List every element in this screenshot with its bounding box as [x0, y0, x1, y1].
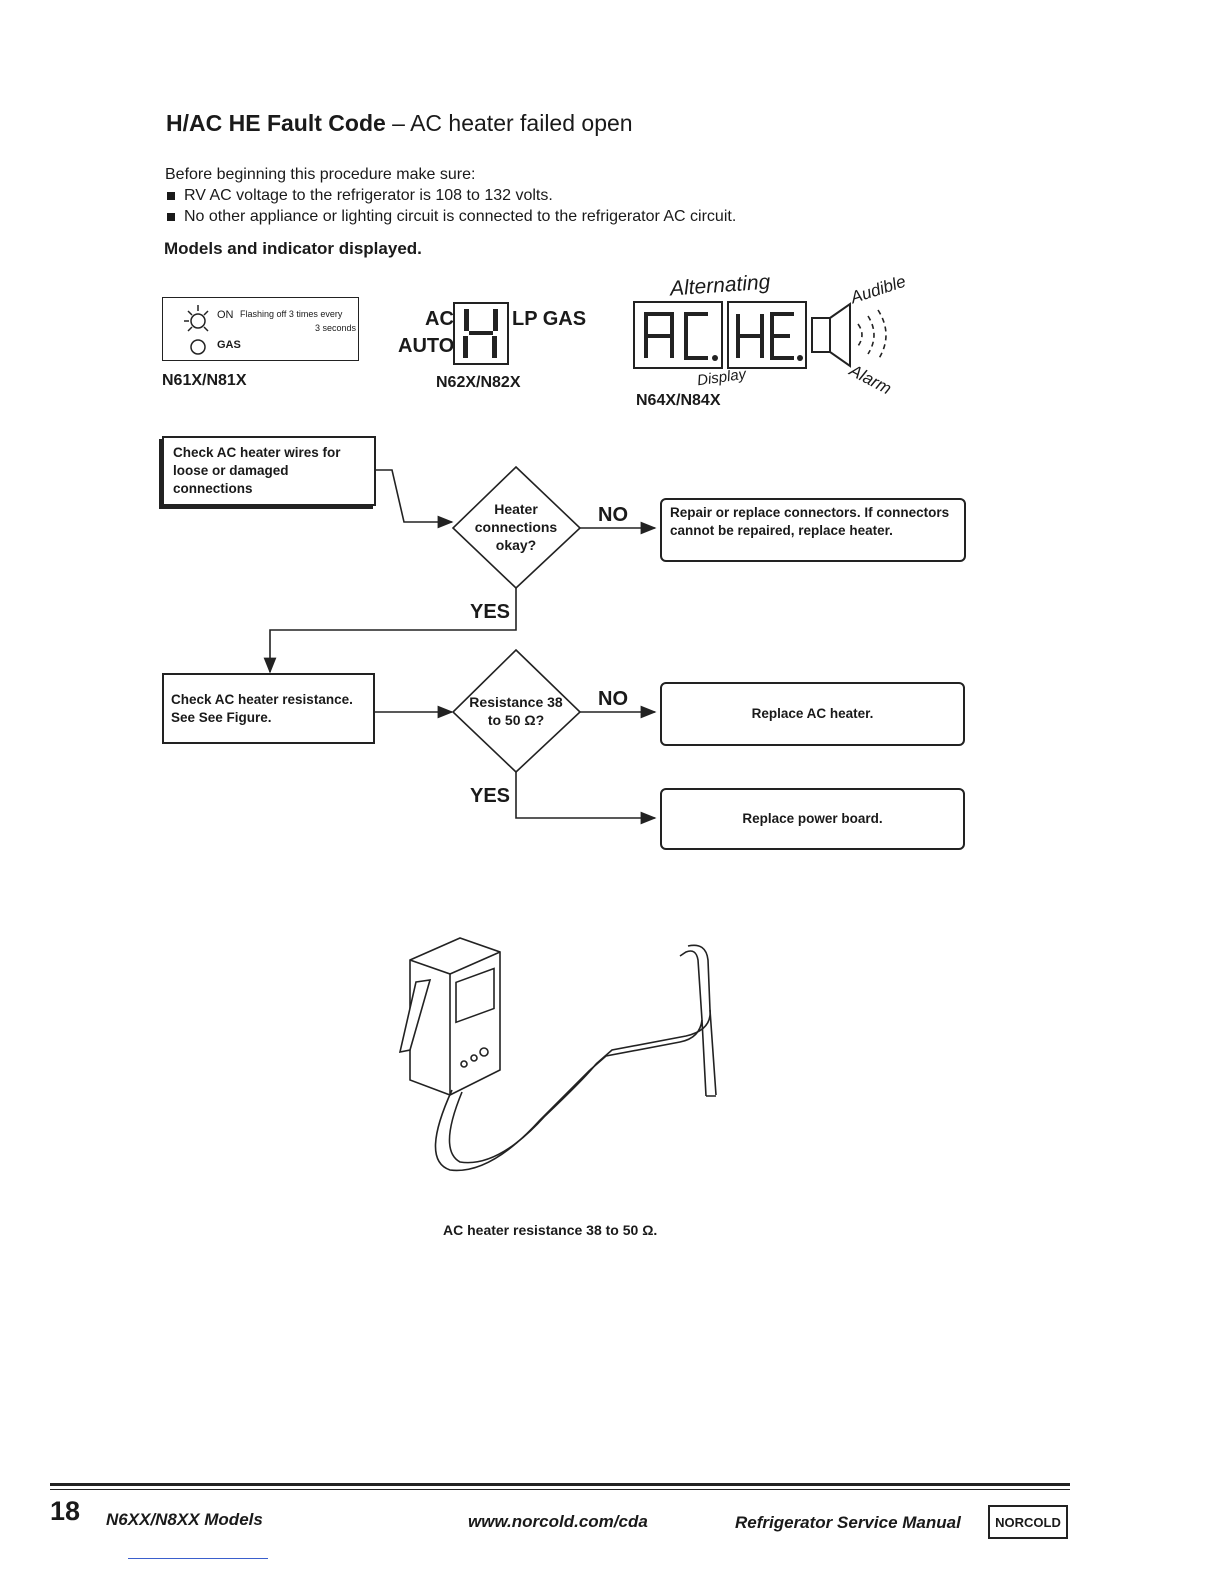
led-flash-seconds: 3 seconds	[315, 323, 357, 333]
led-gas-label: GAS	[217, 339, 241, 351]
footer-rule	[50, 1483, 1070, 1486]
intro-lead: Before beginning this procedure make sur…	[165, 166, 476, 183]
logo-text: NORCOLD	[995, 1514, 1061, 1530]
step-check-resistance-box: Check AC heater resistance. See See Figu…	[162, 673, 375, 744]
gas-led-icon	[190, 339, 206, 355]
action-replace-board-box: Replace power board.	[660, 788, 965, 850]
model-label-n64: N64X/N84X	[636, 392, 721, 409]
footer-page-number: 18	[50, 1496, 81, 1526]
footer-url[interactable]: www.norcold.com/cda	[468, 1512, 648, 1531]
intro-bullet: No other appliance or lighting circuit i…	[165, 206, 736, 227]
decision2-yes-label: YES	[470, 785, 511, 807]
flowchart-connectors	[263, 465, 657, 825]
figure-caption: AC heater resistance 38 to 50 Ω.	[443, 1222, 658, 1238]
intro-section: Before beginning this procedure make sur…	[165, 164, 736, 227]
intro-bullet-list: RV AC voltage to the refrigerator is 108…	[165, 185, 736, 227]
footer-models: N6XX/N8XX Models	[106, 1510, 263, 1529]
meter-dial-icon	[455, 967, 495, 1024]
led-on-label: ON	[217, 309, 234, 321]
led-icons	[184, 305, 209, 355]
model-label-n61: N61X/N81X	[162, 372, 247, 389]
decision1-text: Heater connections okay?	[474, 501, 558, 553]
test-leads-icon	[434, 944, 717, 1172]
page-title-bold: H/AC HE Fault Code	[166, 110, 386, 136]
decision1-diamond	[451, 465, 582, 590]
n62-lpgas-label: LP GAS	[512, 308, 587, 330]
multimeter-body	[409, 937, 501, 1096]
led-flash-text: Flashing off 3 times every	[240, 309, 343, 319]
action-repair-connectors-box: Repair or replace connectors. If connect…	[660, 498, 966, 562]
sound-waves-icon	[857, 309, 887, 361]
speaker-icon	[811, 302, 851, 368]
display-ac-panel	[633, 301, 723, 369]
decision2-diamond	[451, 648, 582, 774]
n62-seven-segment-display	[453, 302, 509, 365]
decision2-no-label: NO	[598, 688, 628, 710]
norcold-logo: NORCOLD	[988, 1505, 1068, 1539]
flashing-led-icon	[184, 305, 209, 332]
n64-display-graphic	[633, 301, 887, 369]
page-title-rest: – AC heater failed open	[385, 110, 633, 136]
n62-auto-label: AUTO	[398, 335, 455, 357]
decision2-text: Resistance 38 to 50 Ω?	[469, 694, 563, 728]
n61-indicator-panel	[162, 297, 359, 361]
meter-stand-icon	[398, 979, 432, 1054]
intro-bullet: RV AC voltage to the refrigerator is 108…	[165, 185, 736, 206]
models-heading: Models and indicator displayed.	[164, 239, 422, 258]
decision1-yes-label: YES	[470, 601, 511, 623]
decision1-no-label: NO	[598, 504, 628, 526]
connector-step1-to-decision1	[375, 469, 454, 529]
connector-decision2-yes	[515, 772, 657, 825]
n62-ac-label: AC	[425, 308, 454, 330]
action-replace-heater-box: Replace AC heater.	[660, 682, 965, 746]
footer-manual-title: Refrigerator Service Manual	[735, 1513, 961, 1532]
connector-decision1-yes	[263, 588, 517, 674]
step-check-wires-box: Check AC heater wires for loose or damag…	[162, 436, 376, 506]
display-he-panel	[727, 301, 807, 369]
seven-segment-h-glyph	[463, 309, 498, 358]
model-label-n62: N62X/N82X	[436, 374, 521, 391]
page-title: H/AC HE Fault Code – AC heater failed op…	[166, 110, 633, 137]
multimeter-illustration	[398, 937, 717, 1172]
page-edge-line	[128, 1558, 268, 1559]
footer-rule-thin	[50, 1489, 1070, 1490]
